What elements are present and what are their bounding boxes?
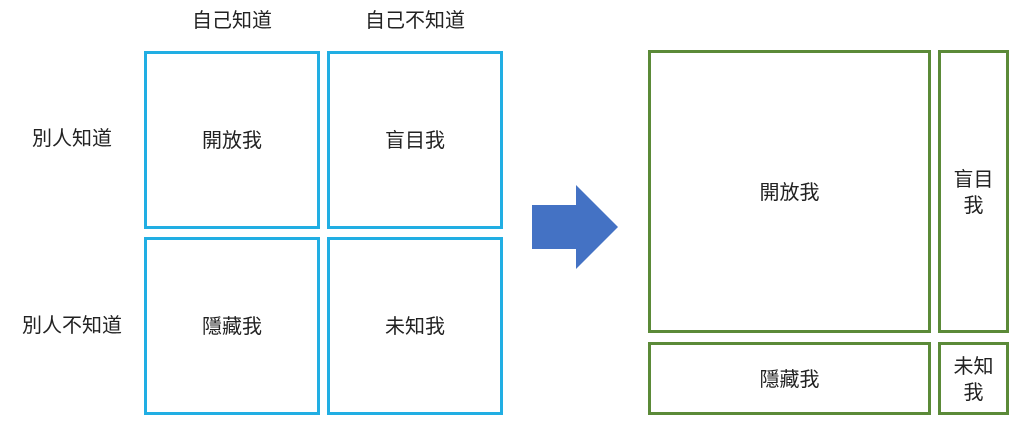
right-arrow-shape [532, 185, 618, 269]
narrow-blind-self: 盲目我 [938, 50, 1009, 333]
row-header-others-dont-know: 別人不知道 [22, 313, 122, 337]
expanded-open-self: 開放我 [648, 50, 931, 333]
row-header-others-know: 別人知道 [32, 126, 112, 150]
small-unknown-self: 未知我 [938, 342, 1009, 415]
cell-open-self-label: 開放我 [202, 128, 262, 152]
cell-open-self: 開放我 [144, 51, 320, 229]
cell-hidden-self: 隱藏我 [144, 237, 320, 415]
cell-blind-self-label: 盲目我 [385, 128, 445, 152]
narrow-hidden-self-label: 隱藏我 [759, 366, 820, 391]
expanded-open-self-label: 開放我 [759, 179, 820, 204]
column-header-self-doesnt-know: 自己不知道 [365, 8, 465, 32]
column-header-self-knows: 自己知道 [192, 8, 272, 32]
cell-blind-self: 盲目我 [327, 51, 503, 229]
right-arrow-icon [532, 185, 618, 269]
cell-unknown-self: 未知我 [327, 237, 503, 415]
narrow-hidden-self: 隱藏我 [648, 342, 931, 415]
cell-unknown-self-label: 未知我 [385, 314, 445, 338]
cell-hidden-self-label: 隱藏我 [202, 314, 262, 338]
narrow-blind-self-label: 盲目我 [953, 166, 994, 217]
small-unknown-self-label: 未知我 [953, 353, 994, 404]
